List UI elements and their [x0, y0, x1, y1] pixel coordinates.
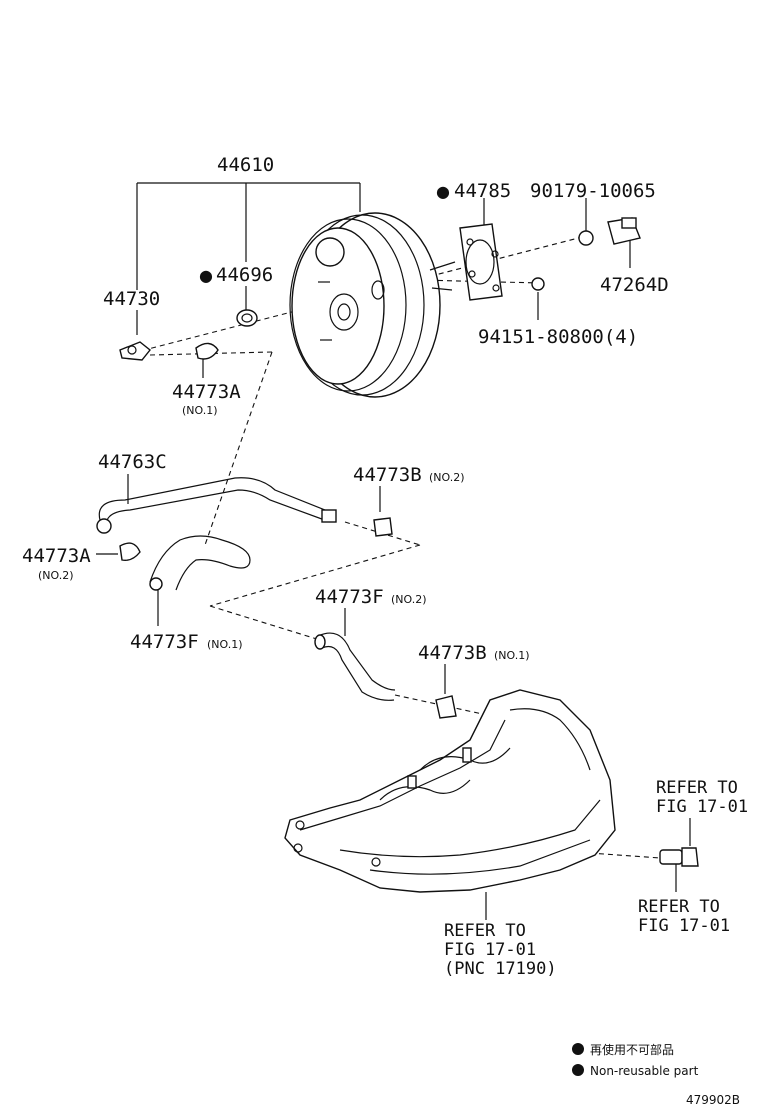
- figure-id: 479902B: [686, 1093, 740, 1107]
- clip-44773B-no1: [435, 695, 457, 719]
- ref-c-line3: (PNC 17190): [444, 959, 557, 979]
- ref-c-line1: REFER TO: [444, 921, 526, 941]
- legend-en-text: Non-reusable part: [590, 1064, 699, 1078]
- label-44730: 44730: [103, 288, 160, 310]
- legend: 再使用不可部品 Non-reusable part: [572, 1042, 699, 1078]
- clip-44773B-no2: [373, 517, 393, 537]
- label-44773B-no1: 44773B: [418, 642, 487, 664]
- clip-44773A-no1: [195, 342, 219, 360]
- label-94151-80800: 94151-80800(4): [478, 326, 638, 348]
- part-labels: 44610 ● 44785 90179-10065 ● 44696 44730 …: [22, 154, 669, 664]
- ref-a-line1: REFER TO: [656, 778, 738, 798]
- legend-dot-jp: [572, 1043, 584, 1055]
- gasket-44785: [459, 223, 503, 301]
- label-44773B-no2-sub: (NO.2): [429, 471, 465, 484]
- fitting-ref-17-01: [659, 847, 699, 867]
- ref-b-line2: FIG 17-01: [638, 916, 730, 936]
- intake-manifold: [284, 689, 616, 893]
- hose-44773F-no1: [149, 535, 251, 591]
- nut-90179: [578, 230, 594, 246]
- grommet-44696: [236, 309, 258, 327]
- label-44773B-no1-sub: (NO.1): [494, 649, 530, 662]
- clevis-47264D: [607, 217, 641, 245]
- non-reusable-marker: ●: [436, 182, 450, 201]
- label-44773A-no1: 44773A: [172, 381, 241, 403]
- hose-44763C: [96, 477, 337, 534]
- label-44785: 44785: [454, 180, 511, 202]
- hose-44773F-no2: [314, 632, 396, 701]
- ref-a-line2: FIG 17-01: [656, 797, 748, 817]
- label-44773A-no1-sub: (NO.1): [182, 404, 218, 417]
- ref-b-line1: REFER TO: [638, 897, 720, 917]
- label-44696: 44696: [216, 264, 273, 286]
- label-44610: 44610: [217, 154, 274, 176]
- reference-notes: REFER TO FIG 17-01 REFER TO FIG 17-01 RE…: [444, 778, 748, 979]
- ref-c-line2: FIG 17-01: [444, 940, 536, 960]
- brake-booster: [289, 212, 456, 398]
- check-valve-44730: [119, 341, 151, 361]
- label-47264D: 47264D: [600, 274, 669, 296]
- non-reusable-marker: ●: [199, 266, 213, 285]
- label-44773F-no1-sub: (NO.1): [207, 638, 243, 651]
- label-44773B-no2: 44773B: [353, 464, 422, 486]
- label-44763C: 44763C: [98, 451, 167, 473]
- label-44773A-no2-sub: (NO.2): [38, 569, 74, 582]
- label-90179-10065: 90179-10065: [530, 180, 656, 202]
- legend-dot-en: [572, 1064, 584, 1076]
- label-44773F-no1: 44773F: [130, 631, 199, 653]
- clip-44773A-no2: [119, 542, 141, 562]
- label-44773F-no2-sub: (NO.2): [391, 593, 427, 606]
- nut-94151: [531, 277, 545, 291]
- label-44773F-no2: 44773F: [315, 586, 384, 608]
- legend-jp-text: 再使用不可部品: [590, 1042, 674, 1057]
- label-44773A-no2: 44773A: [22, 545, 91, 567]
